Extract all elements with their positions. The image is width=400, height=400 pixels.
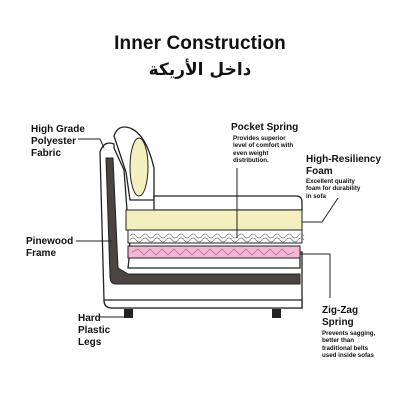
page-title: Inner Construction (114, 33, 286, 54)
leader-foam (302, 197, 339, 223)
zigzag-spring-layer (127, 245, 301, 259)
leader-lines (76, 138, 339, 318)
pocket-spring-layer (127, 229, 303, 244)
label-pocket-spring-title: Pocket Spring (231, 122, 299, 133)
zigzag-spring-lines (131, 248, 295, 256)
pinewood-frame (105, 157, 301, 285)
sofa-base (103, 299, 303, 309)
page-subtitle-arabic: داخل الأريكة (148, 60, 252, 80)
leg-left (124, 309, 133, 318)
leader-fabric (78, 138, 105, 149)
seat-top (153, 195, 303, 211)
backrest-cushion (129, 137, 149, 197)
leader-zigzag (300, 253, 331, 298)
pocket-spring-coils (129, 233, 305, 243)
leg-right (272, 309, 281, 318)
foam-layer (125, 209, 303, 231)
